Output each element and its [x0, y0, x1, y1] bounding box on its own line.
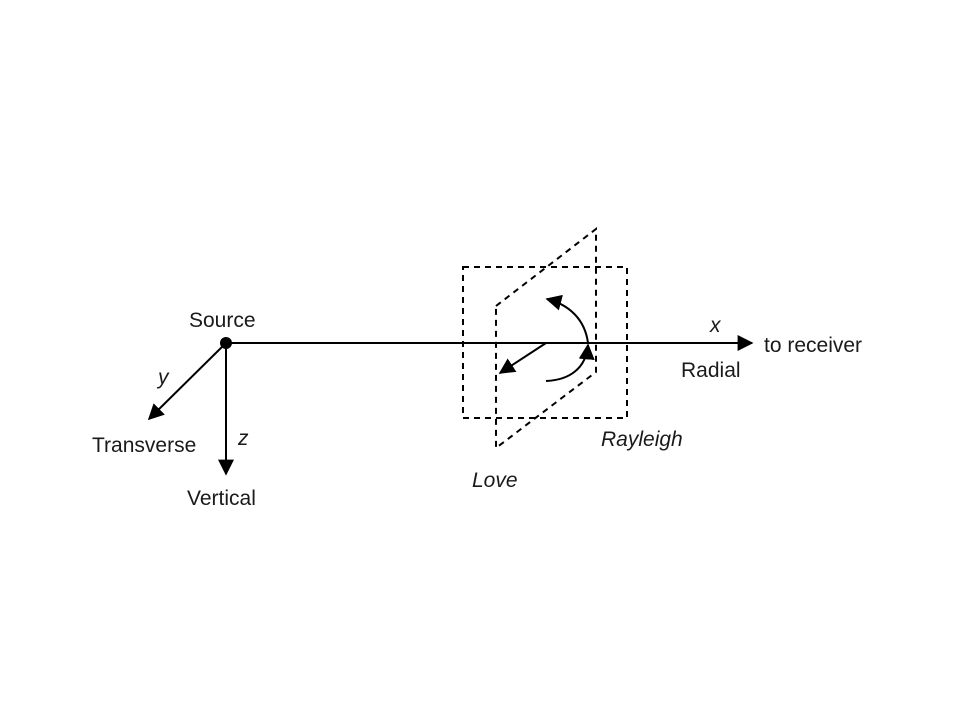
transverse-label: Transverse: [92, 434, 196, 457]
love-plane: [495, 226, 597, 451]
to-receiver-label: to receiver: [764, 334, 862, 357]
source-label: Source: [189, 309, 256, 332]
x-axis-label: x: [709, 314, 722, 337]
y-axis-line: [147, 342, 227, 421]
source-point: [220, 337, 232, 349]
y-axis-label: y: [156, 366, 170, 389]
rayleigh-plane: [462, 266, 628, 419]
vertical-label: Vertical: [187, 487, 256, 510]
rayleigh-label: Rayleigh: [601, 428, 683, 451]
love-label: Love: [472, 469, 518, 492]
love-motion-arrow: [498, 342, 547, 374]
rayleigh-motion-arc-upper: [545, 294, 589, 344]
rayleigh-motion-arc-lower: [545, 343, 595, 382]
radial-label: Radial: [681, 359, 741, 382]
z-axis-label: z: [237, 427, 249, 450]
